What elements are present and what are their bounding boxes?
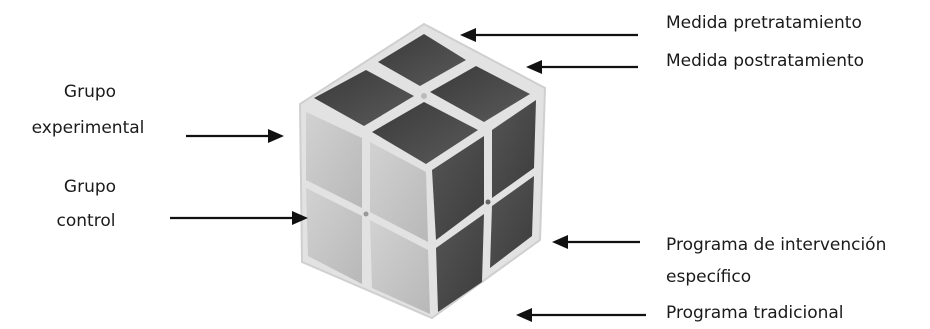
label-medida-postratamiento: Medida postratamiento [666, 51, 864, 71]
rubik-cube [300, 24, 545, 318]
label-grupo-experimental-line1: Grupo [64, 82, 116, 102]
arrow-medida-postratamiento [526, 60, 638, 74]
arrow-programa-tradicional [516, 308, 646, 322]
arrow-programa-especifico [552, 235, 640, 249]
right-center-dot [486, 200, 491, 205]
label-grupo-control-line2: control [57, 211, 116, 231]
label-medida-pretratamiento: Medida pretratamiento [666, 13, 862, 33]
arrow-grupo-control [170, 211, 308, 225]
label-grupo-experimental-line2: experimental [32, 118, 145, 138]
top-center-dot [421, 93, 427, 99]
label-programa-tradicional: Programa tradicional [666, 303, 844, 323]
label-programa-especifico-line2: específico [666, 267, 751, 287]
label-grupo-control-line1: Grupo [64, 177, 116, 197]
arrow-medida-pretratamiento [460, 28, 638, 42]
left-center-dot [364, 212, 369, 217]
label-programa-especifico-line1: Programa de intervención [666, 235, 886, 255]
arrow-grupo-experimental [186, 129, 284, 143]
